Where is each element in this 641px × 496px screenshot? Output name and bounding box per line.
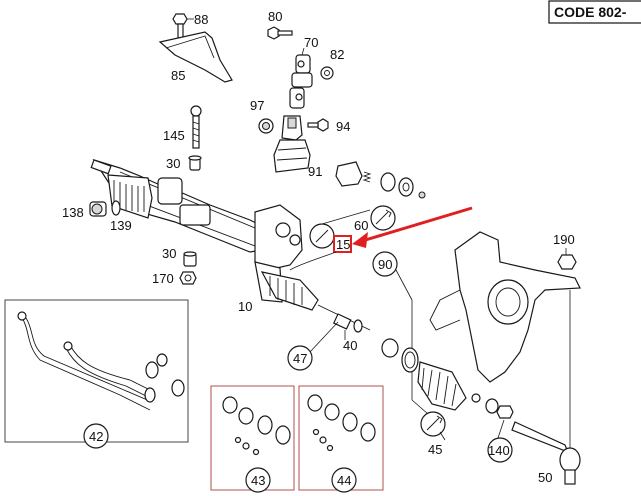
callout-145: 145	[163, 128, 185, 143]
callout-82: 82	[330, 47, 344, 62]
part-42-hoses[interactable]	[17, 311, 185, 411]
part-190-nut[interactable]	[557, 248, 577, 270]
part-43-seal-kit[interactable]	[222, 396, 291, 456]
part-45-boot[interactable]	[417, 361, 467, 411]
callout-140: 140	[488, 443, 510, 458]
callout-90: 90	[378, 257, 392, 272]
part-44-seal-kit[interactable]	[307, 394, 376, 452]
callout-45-circle	[411, 399, 446, 441]
part-82-nut[interactable]	[320, 66, 334, 80]
callout-42-circle	[83, 423, 109, 449]
callout-45: 45	[428, 442, 442, 457]
part-pressure-pad-set[interactable]	[335, 161, 426, 199]
part-94-bolt[interactable]	[307, 118, 329, 132]
part-139-ring[interactable]	[111, 200, 121, 216]
leader-15	[289, 251, 337, 271]
callout-15: 15	[336, 237, 350, 252]
callout-190: 190	[553, 232, 575, 247]
callout-47-circle	[287, 321, 339, 371]
part-30-sleeve-lower[interactable]	[183, 251, 197, 267]
hose-box	[4, 299, 189, 443]
callout-97: 97	[250, 98, 264, 113]
callout-42: 42	[89, 429, 103, 444]
part-70-shaft[interactable]	[289, 47, 313, 109]
callout-70: 70	[304, 35, 318, 50]
callout-10: 10	[238, 299, 252, 314]
part-170-nut[interactable]	[179, 271, 197, 285]
part-60-tool-symbol[interactable]	[309, 205, 396, 249]
callout-85: 85	[171, 68, 185, 83]
part-97-nut[interactable]	[258, 118, 274, 134]
callout-94: 94	[336, 119, 350, 134]
part-40-inner-tie-rod[interactable]	[260, 271, 371, 340]
callout-44-circle	[331, 467, 357, 493]
callout-30a: 30	[166, 156, 180, 171]
callout-80: 80	[268, 9, 282, 24]
callout-139: 139	[110, 218, 132, 233]
callout-90-circle	[372, 251, 413, 400]
callout-40: 40	[343, 338, 357, 353]
part-145-bolt[interactable]	[190, 105, 202, 149]
callout-43: 43	[251, 473, 265, 488]
callout-30b: 30	[162, 246, 176, 261]
callout-47: 47	[293, 351, 307, 366]
callout-60: 60	[354, 218, 368, 233]
part-88-bolt[interactable]	[172, 13, 194, 39]
part-140-clamp[interactable]	[471, 393, 514, 419]
part-80-bolt[interactable]	[267, 26, 293, 40]
part-30-sleeve-upper[interactable]	[188, 155, 202, 171]
code-box: CODE 802-	[548, 0, 641, 24]
part-138-cap[interactable]	[89, 201, 107, 217]
callout-50: 50	[538, 470, 552, 485]
part-90-rings[interactable]	[381, 338, 419, 373]
callout-140-circle	[487, 419, 513, 463]
part-15-highlight-box[interactable]	[333, 235, 352, 253]
highlight-arrow	[352, 206, 473, 248]
callout-88: 88	[194, 12, 208, 27]
callout-138: 138	[62, 205, 84, 220]
part-50-tie-rod-end[interactable]	[511, 290, 581, 485]
code-label: CODE 802-	[554, 4, 627, 20]
callout-91: 91	[308, 164, 322, 179]
part-steering-knuckle[interactable]	[429, 231, 581, 383]
callout-44: 44	[337, 473, 351, 488]
callout-43-circle	[245, 467, 271, 493]
callout-170: 170	[152, 271, 174, 286]
part-85-cover[interactable]	[158, 31, 233, 83]
part-91-boot[interactable]	[273, 115, 311, 173]
